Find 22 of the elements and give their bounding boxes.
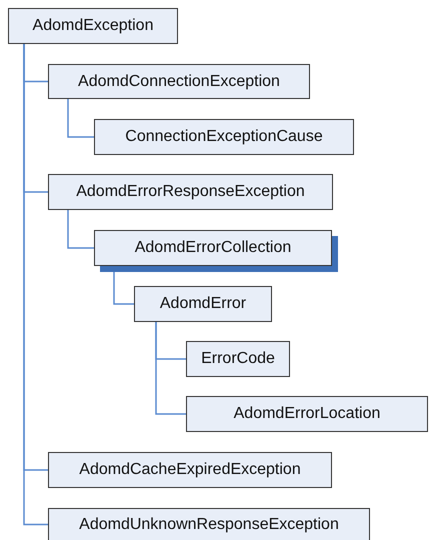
class-name: AdomdException [32,17,154,35]
class-name: AdomdError [160,295,246,313]
class-name: AdomdConnectionException [78,72,280,90]
class-name: AdomdErrorLocation [234,405,380,423]
class-box [48,64,310,99]
class-box [186,341,290,377]
connector-line [155,322,186,415]
class-box [48,174,333,210]
class-box [48,508,370,540]
class-name: ErrorCode [201,350,275,368]
class-box [186,396,428,432]
class-box [8,8,178,44]
class-box [134,286,272,322]
class-name: AdomdErrorResponseException [76,183,305,201]
connector-line [67,210,94,249]
class-box [48,452,332,488]
class-name: AdomdErrorCollection [134,239,292,257]
class-box [94,119,354,155]
class-name: AdomdUnknownResponseException [79,516,339,534]
class-name: ConnectionExceptionCause [125,128,323,146]
class-name: AdomdCacheExpiredException [79,461,301,479]
connector-line [67,99,94,138]
